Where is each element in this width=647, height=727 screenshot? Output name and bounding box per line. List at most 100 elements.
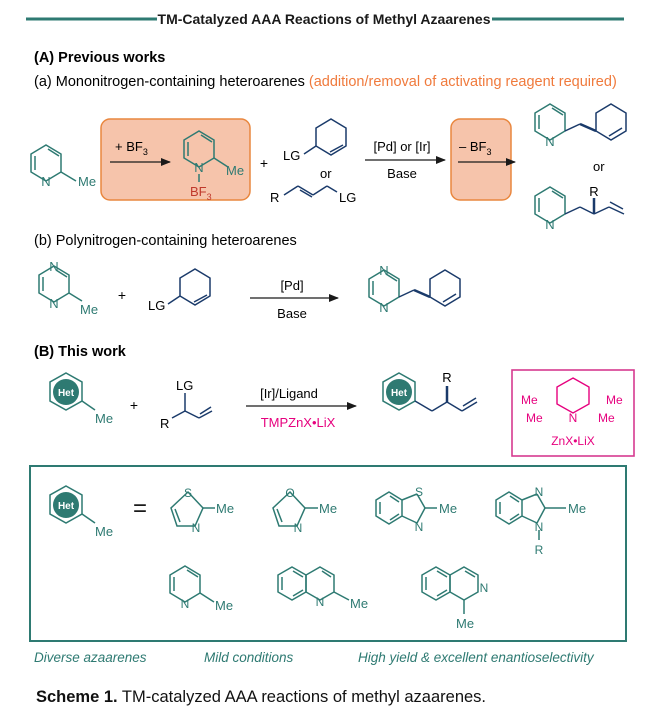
- feature-high-yield: High yield & excellent enantioselectivit…: [358, 650, 595, 665]
- het-definition-structure: [49, 485, 96, 524]
- atom-label-n: N: [49, 296, 58, 311]
- leaving-group-label: LG: [148, 298, 165, 313]
- catalyst-label: [Pd] or [Ir]: [373, 139, 430, 154]
- allylic-carbonate-structure: [171, 393, 213, 419]
- activation-box: [100, 118, 251, 201]
- atom-label-n: N: [294, 521, 303, 535]
- bf3-group-subscript: 3: [207, 192, 212, 202]
- subsection-a-label: (a) Mononitrogen-containing heteroarenes…: [34, 74, 617, 90]
- atom-label-n: N: [192, 521, 201, 535]
- leaving-group-label: LG: [339, 190, 356, 205]
- 2-methylpyridine-structure: [30, 144, 77, 182]
- het-badge-label: Het: [58, 501, 75, 512]
- feature-mild-conditions: Mild conditions: [204, 650, 294, 665]
- r-group-label: R: [589, 184, 598, 199]
- methyl-label: Me: [95, 524, 113, 539]
- 2-methylbenzothiazole-structure: [375, 491, 437, 525]
- base-label: Base: [277, 306, 307, 321]
- het-product-structure: [382, 372, 478, 412]
- base-label: Base: [387, 166, 417, 181]
- cyclohexenyl-electrophile-structure: [167, 268, 211, 306]
- methyl-label: Me: [319, 501, 337, 516]
- plus-sign: +: [260, 155, 268, 171]
- leaving-group-label: LG: [283, 148, 300, 163]
- atom-label-n: N: [49, 259, 58, 274]
- atom-label-n: N: [545, 217, 554, 232]
- atom-label-n: N: [415, 520, 424, 534]
- atom-label-n: N: [316, 595, 325, 609]
- tmp-zincate-structure: [556, 377, 590, 414]
- equals-sign: =: [133, 495, 147, 522]
- atom-label-n: N: [535, 520, 544, 534]
- remove-bf3-label: – BF3: [459, 139, 491, 157]
- cyclohexenyl-electrophile-structure: [303, 118, 347, 156]
- section-b-heading: (B) This work: [34, 344, 127, 360]
- section-a-heading: (A) Previous works: [34, 50, 165, 66]
- methyl-label: Me: [226, 163, 244, 178]
- add-bf3-subscript: 3: [143, 147, 148, 157]
- methyl-label: Me: [526, 411, 543, 425]
- atom-label-n: N: [181, 597, 190, 611]
- add-bf3-label: + BF3: [115, 139, 148, 157]
- product-cyclohexenyl-pyridine-structure: [534, 103, 627, 141]
- het-badge-label: Het: [391, 388, 408, 399]
- atom-label-n: N: [194, 160, 203, 175]
- leaving-group-label: LG: [176, 378, 193, 393]
- methyl-label: Me: [78, 174, 96, 189]
- allylic-electrophile-structure: [283, 185, 338, 198]
- 1-methylisoquinoline-structure: [421, 566, 479, 614]
- product-allyl-pyridine-structure: [534, 186, 625, 224]
- 2-methylpyridine-structure: [169, 565, 215, 603]
- 2-methylquinoline-structure: [277, 566, 350, 601]
- plus-sign: +: [130, 397, 138, 413]
- atom-label-n: N: [545, 134, 554, 149]
- plus-sign: +: [118, 287, 126, 303]
- r-group-label: R: [270, 190, 279, 205]
- pyridinium-bf3-structure: [183, 130, 229, 168]
- methyl-label: Me: [598, 411, 615, 425]
- r-group-label: R: [535, 543, 544, 557]
- scheme-diagram: TM-Catalyzed AAA Reactions of Methyl Aza…: [26, 11, 635, 665]
- methyl-label: Me: [568, 501, 586, 516]
- deactivation-box: [450, 118, 512, 201]
- methyl-label: Me: [456, 616, 474, 631]
- remove-bf3-subscript: 3: [486, 147, 491, 157]
- atom-label-n: N: [379, 300, 388, 315]
- tmp-reagent-label: TMPZnX•LiX: [261, 415, 336, 430]
- methyl-label: Me: [350, 596, 368, 611]
- remove-bf3-text: – BF: [459, 139, 487, 154]
- methyl-label: Me: [606, 393, 623, 407]
- add-bf3-text: + BF: [115, 139, 143, 154]
- bf3-group-label: BF3: [190, 184, 212, 202]
- catalyst-label: [Ir]/Ligand: [260, 386, 318, 401]
- 2-methylbenzimidazole-structure: [495, 491, 566, 540]
- het-badge-label: Het: [58, 388, 75, 399]
- header-title: TM-Catalyzed AAA Reactions of Methyl Aza…: [158, 11, 491, 27]
- het-methyl-structure: [49, 372, 96, 411]
- znx-lix-label: ZnX•LiX: [551, 434, 595, 448]
- methyl-label: Me: [439, 501, 457, 516]
- atom-label-n: N: [379, 263, 388, 278]
- methyl-label: Me: [215, 598, 233, 613]
- or-label: or: [320, 166, 332, 181]
- 2-methylpyrazine-structure: [38, 265, 83, 303]
- methyl-label: Me: [95, 411, 113, 426]
- 2-methyloxazole-structure: [272, 490, 318, 527]
- methyl-label: Me: [80, 302, 98, 317]
- scope-box: [29, 465, 627, 642]
- atom-label-n: N: [535, 485, 544, 499]
- sulfur-label: S: [415, 485, 423, 499]
- atom-label-n: N: [569, 411, 578, 425]
- feature-diverse-azaarenes: Diverse azaarenes: [34, 650, 147, 665]
- or-label: or: [593, 159, 605, 174]
- methyl-label: Me: [216, 501, 234, 516]
- caption-text: TM-catalyzed AAA reactions of methyl aza…: [117, 688, 487, 706]
- atom-label-n: N: [41, 174, 50, 189]
- activating-reagent-note: (addition/removal of activating reagent …: [309, 74, 617, 90]
- r-group-label: R: [442, 370, 451, 385]
- caption-label: Scheme 1.: [36, 688, 118, 706]
- sulfur-label: S: [184, 486, 192, 500]
- figure-caption: Scheme 1. TM-catalyzed AAA reactions of …: [36, 688, 486, 707]
- subsection-a-text: (a) Mononitrogen-containing heteroarenes: [34, 74, 309, 90]
- oxygen-label: O: [285, 486, 294, 500]
